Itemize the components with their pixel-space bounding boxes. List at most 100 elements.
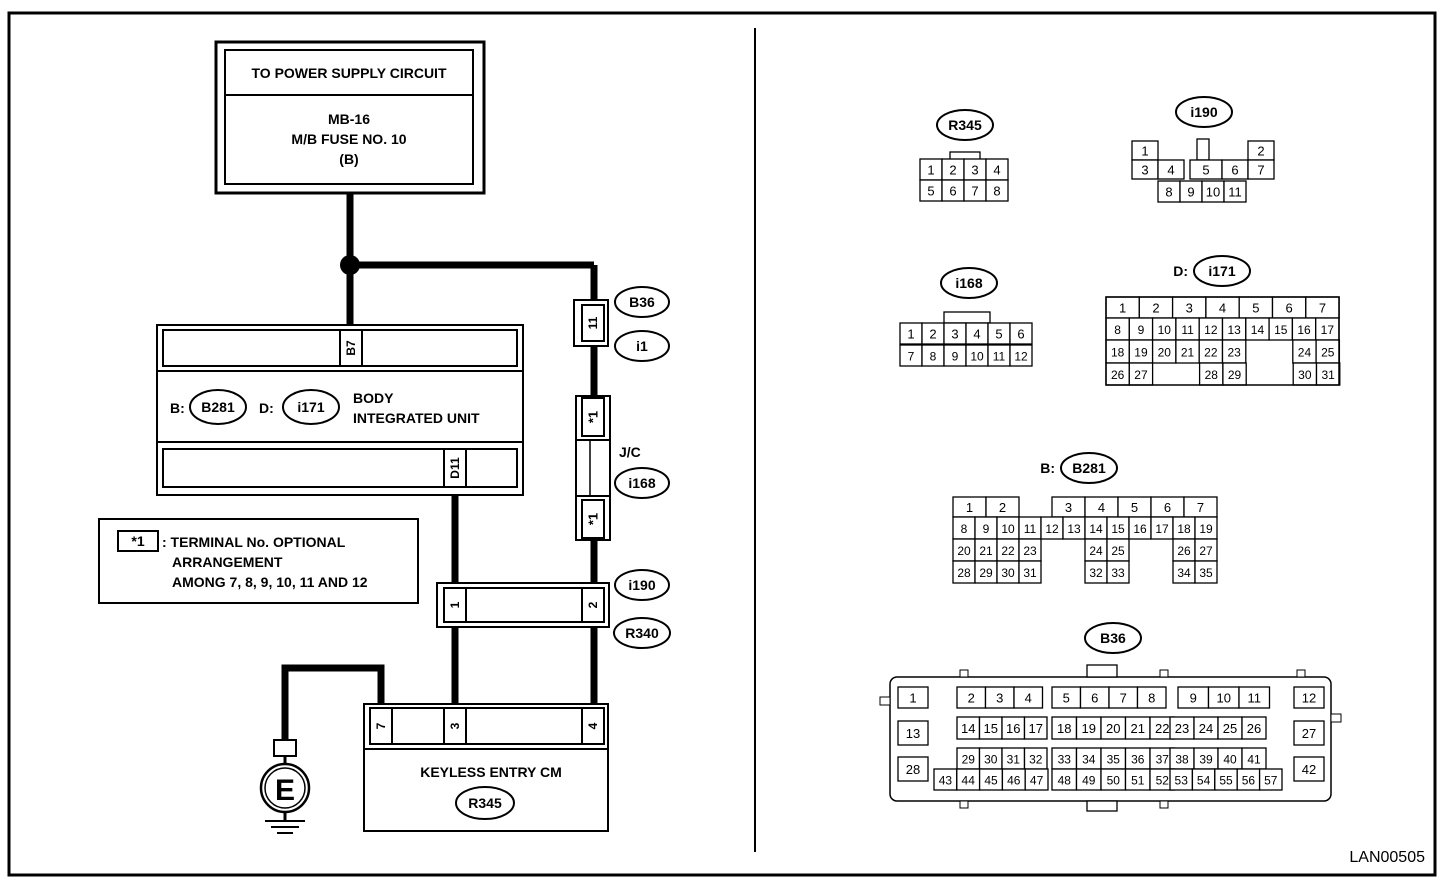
connector-tag: i171 [1208,263,1235,279]
pin-label: 29 [962,753,976,767]
pin-label: 18 [1057,721,1071,736]
pin-label: 55 [1219,774,1233,788]
pin-label: 16 [1297,323,1311,337]
pin-label: 50 [1107,774,1121,788]
connector-tag: B36 [1100,630,1126,646]
pin-label: 19 [1199,522,1213,536]
pin-label: 11 [1248,691,1262,706]
pin-label: 16 [1006,721,1020,736]
pin-label: 3 [996,691,1003,706]
note-line1: : TERMINAL No. OPTIONAL [162,534,346,550]
pin-label: 17 [1029,721,1043,736]
pin-label: 35 [1199,566,1213,580]
pin-label: 8 [993,184,1000,199]
pin-label: 8 [961,522,968,536]
pin-label: 8 [1148,691,1155,706]
keyless-entry-cm: 7 3 4 KEYLESS ENTRY CM R345 [363,703,609,832]
pin-label: 21 [1131,721,1145,736]
pin-label: 14 [1089,522,1103,536]
pin-label: 1 [1141,144,1148,159]
conn-i168-tag: i168 [628,475,655,491]
pin-label: 38 [1175,753,1189,767]
pin-label: 9 [1190,691,1197,706]
pin-label: 4 [1167,163,1174,178]
pin-label: 29 [979,566,993,580]
pin-label: 54 [1197,774,1211,788]
pin-label: 34 [1082,753,1096,767]
pin-label: 20 [1106,721,1120,736]
pin-label: 47 [1030,774,1044,788]
pin-label: 4 [1025,691,1032,706]
conn-i1-tag: i1 [636,338,648,354]
pin-label: 11 [1181,323,1194,337]
fuse-connector-label: (B) [339,151,358,167]
pin-label: 26 [1177,544,1191,558]
pin-label: 1 [1119,301,1126,316]
pin-label: 32 [1029,753,1043,767]
pin-label: 6 [1017,327,1024,342]
pin-label: 9 [952,350,959,364]
pin-label: 19 [1082,721,1096,736]
pin-label: 15 [1111,522,1125,536]
pin-label: 6 [949,184,956,199]
pin-label: 41 [1247,753,1261,767]
pin-label: 3 [951,327,958,342]
i190-r340-connector: 1 2 i190 R340 [436,569,671,649]
pin-label: 9 [1138,323,1145,337]
prefix-b: B: [170,400,185,416]
pin-7: 7 [374,722,388,729]
pin-label: 5 [1131,500,1138,515]
pin-label: 10 [970,350,984,364]
pin-label: 5 [1252,301,1259,316]
figure-id: LAN00505 [1349,849,1425,866]
pin-label: 1 [909,691,916,706]
pin-label: 52 [1156,774,1170,788]
pin-label: 53 [1175,774,1189,788]
pin-label: 37 [1156,753,1170,767]
pin-label: 42 [1302,762,1316,777]
pin-label: 5 [1063,691,1070,706]
pin-label: 28 [957,566,971,580]
conn-r340-tag: R340 [625,625,659,641]
pin-label: 56 [1242,774,1256,788]
pin-label: 23 [1227,346,1241,360]
pin-label: 22 [1204,346,1218,360]
pin-label: 26 [1247,721,1261,736]
pin-label: 5 [995,327,1002,342]
pin-label: 5 [1202,163,1209,178]
pin-label: 7 [1319,301,1326,316]
prefix-d: D: [259,400,274,416]
pin-label: 43 [939,774,953,788]
pin-4: 4 [586,722,600,729]
pin-label: 5 [927,184,934,199]
pin-label: 7 [1197,500,1204,515]
pin-label: 51 [1131,774,1145,788]
pin-label: 25 [1111,544,1125,558]
pin-label: 31 [1321,368,1335,382]
connector-tag: i168 [955,275,982,291]
pin-label: 49 [1082,774,1096,788]
connector-tag: R345 [948,117,982,133]
conn-i190-tag: i190 [628,577,655,593]
pin-label: 19 [1134,346,1148,360]
pin-label: 31 [1023,566,1037,580]
pin-label: 12 [1045,522,1059,536]
pin-label: 33 [1111,566,1125,580]
pin-label: 22 [1001,544,1015,558]
pin-label: 14 [961,721,975,736]
note-box: *1 : TERMINAL No. OPTIONAL ARRANGEMENT A… [98,518,419,604]
pin-label: 33 [1058,753,1072,767]
pin-label: 3 [1065,500,1072,515]
pin-label: 28 [906,762,920,777]
star-pin-top: *1 [586,411,601,423]
pin-label: 29 [1228,368,1242,382]
wires [281,193,598,742]
pin-11: 11 [586,316,600,329]
pin-label: 4 [973,327,980,342]
pin-3: 3 [448,722,462,729]
fuse-block-label: MB-16 [328,111,370,127]
body-integrated-unit: B7 D11 B: B281 D: i171 BODY INTEGRATED U… [156,324,524,496]
